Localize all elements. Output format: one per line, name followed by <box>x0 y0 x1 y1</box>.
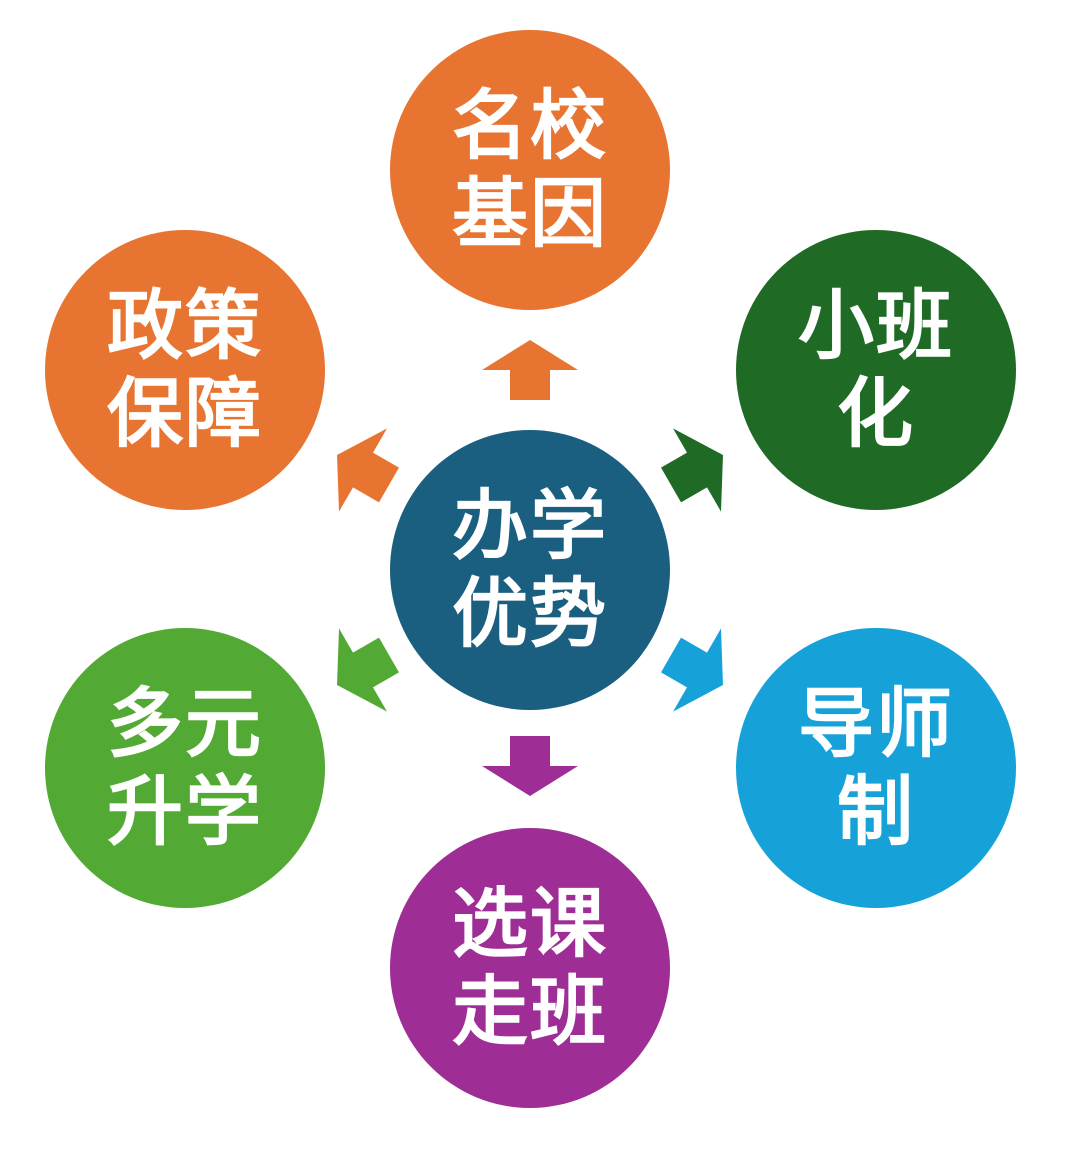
node-top-line1: 名校 <box>452 81 608 170</box>
node-bottom: 选课 走班 <box>390 828 670 1108</box>
arrow-up-icon <box>482 340 578 400</box>
node-bottom-left: 多元 升学 <box>45 628 325 908</box>
node-top-line2: 基因 <box>452 169 608 258</box>
node-bottom-line2: 走班 <box>452 967 608 1056</box>
node-top-left-line1: 政策 <box>107 281 263 370</box>
node-bottom-right-line1: 导师 <box>798 679 954 768</box>
node-top-left: 政策 保障 <box>45 230 325 510</box>
arrow-up-left-icon <box>337 428 399 512</box>
node-top-right-line1: 小班 <box>798 281 954 370</box>
node-top: 名校 基因 <box>390 30 670 310</box>
node-top-left-line2: 保障 <box>107 369 263 458</box>
node-top-right-line2: 化 <box>837 369 915 458</box>
center-title-line1: 办学 <box>452 481 608 570</box>
arrow-down-icon <box>482 736 578 796</box>
node-bottom-left-line2: 升学 <box>107 767 263 856</box>
center-title-line2: 优势 <box>452 569 608 658</box>
node-bottom-right: 导师 制 <box>736 628 1016 908</box>
node-bottom-line1: 选课 <box>452 879 608 968</box>
node-bottom-right-line2: 制 <box>837 767 915 856</box>
node-bottom-left-line1: 多元 <box>107 679 263 768</box>
center-circle: 办学 优势 <box>390 430 670 710</box>
arrow-down-left-icon <box>337 628 399 712</box>
arrow-up-right-icon <box>661 428 723 512</box>
node-top-right: 小班 化 <box>736 230 1016 510</box>
arrow-down-right-icon <box>661 628 723 712</box>
